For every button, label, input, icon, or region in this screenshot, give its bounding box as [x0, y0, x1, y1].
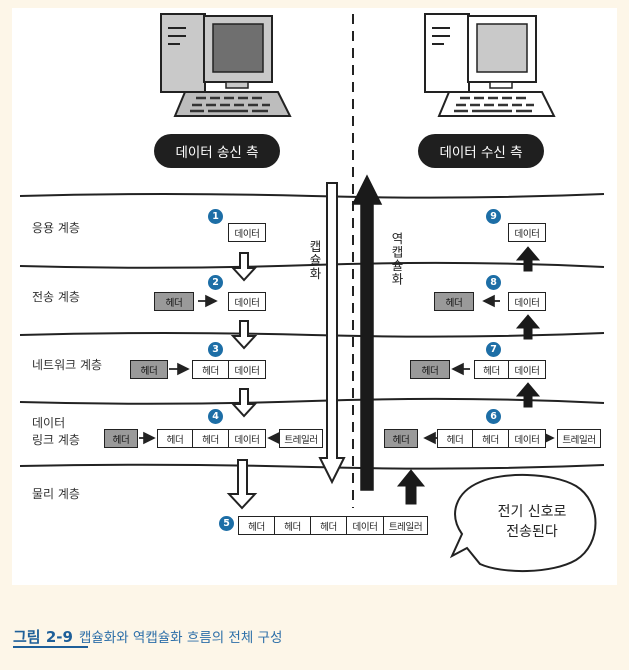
figure-caption: 그림 2-9 캡슐화와 역캡슐화 흐름의 전체 구성 [13, 626, 282, 647]
layer-label-datalink-line1: 데이터 [32, 416, 66, 430]
layer-label-transport: 전송 계층 [32, 290, 80, 304]
step-badge: 4 [208, 409, 223, 424]
data-box: 데이터 [508, 360, 546, 379]
sender-computer-icon [160, 13, 292, 117]
figure-number: 그림 2-9 [13, 628, 73, 646]
step-badge: 6 [486, 409, 501, 424]
bubble-line-1: 전기 신호로 [497, 504, 567, 520]
bubble-line-2: 전송된다 [506, 524, 558, 541]
header-box: 헤더 [310, 516, 347, 535]
encapsulation-arrow [318, 182, 346, 485]
layer-label-physical: 물리 계층 [32, 487, 80, 501]
header-box: 헤더 [434, 292, 474, 311]
header-box: 헤더 [192, 429, 229, 448]
header-box: 헤더 [130, 360, 168, 379]
sender-down-arrows [226, 252, 258, 510]
header-box: 헤더 [410, 360, 450, 379]
figure-panel: 데이터 송신 측 데이터 수신 측 응용 계층 전송 계층 네트워크 계층 데이… [12, 8, 617, 585]
step-badge: 1 [208, 209, 223, 224]
speech-bubble [449, 473, 597, 573]
step-badge: 5 [219, 516, 234, 531]
header-box: 헤더 [274, 516, 311, 535]
step-badge: 8 [486, 275, 501, 290]
header-box: 헤더 [238, 516, 275, 535]
step-badge: 3 [208, 342, 223, 357]
data-box: 데이터 [508, 223, 546, 242]
step-badge: 7 [486, 342, 501, 357]
data-box: 데이터 [228, 360, 266, 379]
data-box: 데이터 [228, 223, 266, 242]
decapsulation-arrow [351, 174, 383, 491]
sender-pill: 데이터 송신 측 [154, 134, 280, 168]
data-box: 데이터 [228, 429, 266, 448]
data-box: 데이터 [346, 516, 384, 535]
receiver-computer-icon [424, 13, 556, 117]
header-box: 헤더 [472, 429, 509, 448]
layer-label-network: 네트워크 계층 [32, 358, 103, 372]
header-box: 헤더 [192, 360, 229, 379]
header-box: 헤더 [384, 429, 418, 448]
receiver-up-arrows [396, 246, 541, 505]
step-badge: 2 [208, 275, 223, 290]
step-badge: 9 [486, 209, 501, 224]
connector-arrows [139, 294, 555, 445]
bubble-text: 전기 신호로 전송된다 [482, 502, 582, 543]
header-box: 헤더 [437, 429, 473, 448]
data-box: 데이터 [508, 292, 546, 311]
data-box: 데이터 [508, 429, 546, 448]
header-box: 헤더 [154, 292, 194, 311]
receiver-pill: 데이터 수신 측 [418, 134, 544, 168]
figure-caption-text: 캡슐화와 역캡슐화 흐름의 전체 구성 [78, 630, 283, 646]
data-box: 데이터 [228, 292, 266, 311]
trailer-box: 트레일러 [557, 429, 601, 448]
layer-lines [19, 193, 605, 470]
layer-label-application: 응용 계층 [32, 221, 80, 235]
caption-underline [13, 646, 88, 648]
encapsulation-label: 캡슐화 [307, 240, 322, 281]
diagram-canvas [19, 13, 605, 573]
trailer-box: 트레일러 [279, 429, 323, 448]
decapsulation-label: 역캡슐화 [389, 232, 404, 286]
trailer-box: 트레일러 [383, 516, 428, 535]
header-box: 헤더 [104, 429, 138, 448]
header-box: 헤더 [474, 360, 509, 379]
header-box: 헤더 [157, 429, 193, 448]
layer-label-datalink-line2: 링크 계층 [32, 433, 80, 447]
